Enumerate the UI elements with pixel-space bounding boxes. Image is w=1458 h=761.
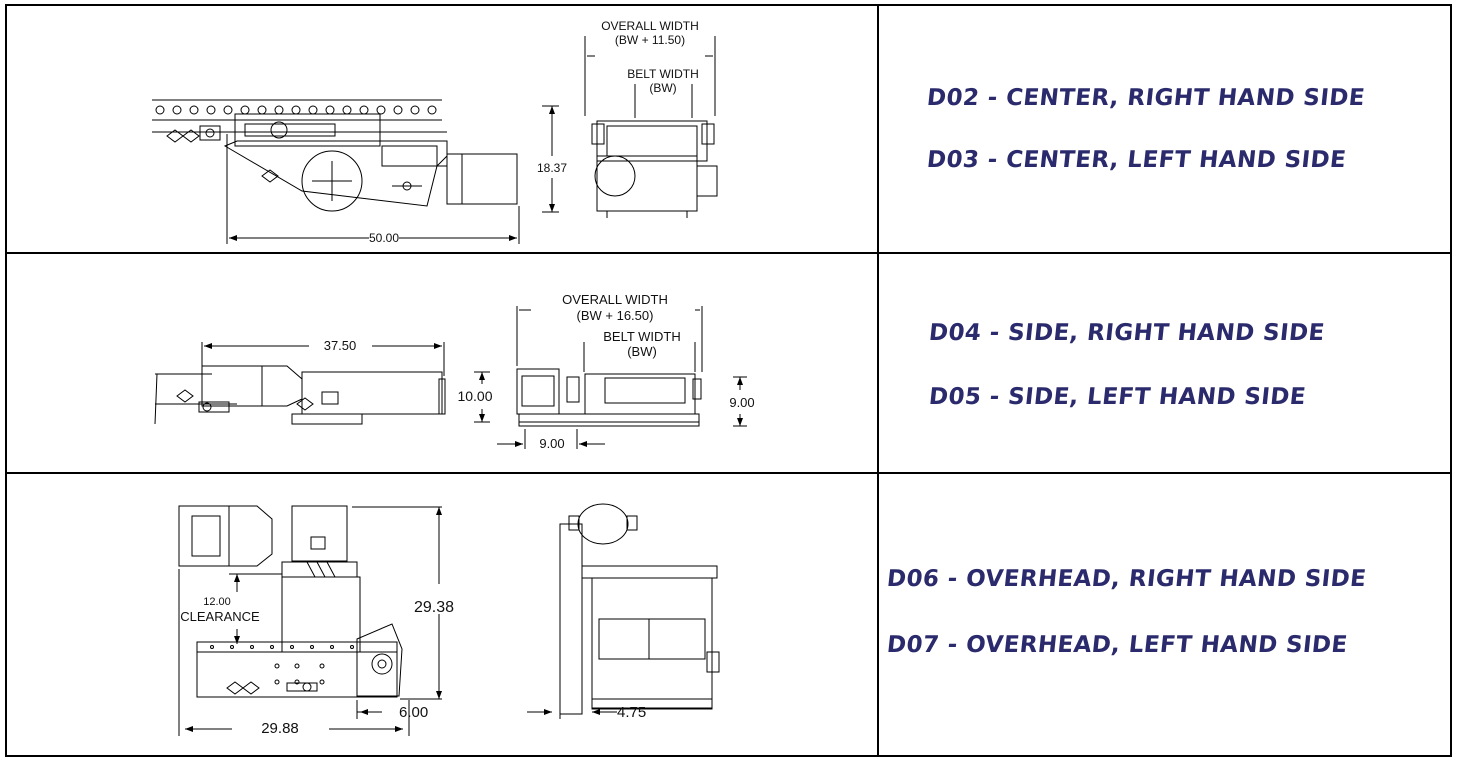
- row1-labels: D02 - CENTER, RIGHT HAND SIDE D03 - CENT…: [879, 6, 1450, 252]
- length-dimension: 37.50: [324, 338, 357, 353]
- height-dimension: 18.37: [537, 161, 567, 175]
- roller-row: [155, 105, 437, 115]
- column-divider: [877, 4, 879, 757]
- option-label-d05: D05 - SIDE, LEFT HAND SIDE: [927, 384, 1308, 410]
- option-label-d06: D06 - OVERHEAD, RIGHT HAND SIDE: [885, 566, 1368, 592]
- offset-dimension: 6.00: [399, 704, 428, 721]
- overall-width-label: OVERALL WIDTH: [601, 19, 699, 33]
- side-offset-dimension: 4.75: [617, 704, 646, 721]
- row3-drawing: 29.88 29.38 6.00 12.00 CLEARANCE 4.75: [7, 474, 877, 756]
- offset-dimension: 9.00: [539, 436, 564, 451]
- option-label-d07: D07 - OVERHEAD, LEFT HAND SIDE: [885, 632, 1349, 658]
- side-drive-drawing: 37.50 10.00 9.00 9.00 OVERALL WIDTH (BW …: [154, 292, 755, 451]
- option-label-d04: D04 - SIDE, RIGHT HAND SIDE: [927, 320, 1326, 346]
- belt-width-abbr: (BW): [627, 344, 657, 359]
- height-dimension: 10.00: [457, 388, 492, 404]
- overhead-drive-drawing: 29.88 29.38 6.00 12.00 CLEARANCE 4.75: [178, 503, 720, 737]
- center-drive-drawing: 50.00 18.37 OVERALL WIDTH (BW + 11.50) B…: [152, 19, 718, 245]
- height-dimension: 29.38: [414, 599, 454, 616]
- belt-width-label: BELT WIDTH: [627, 67, 699, 81]
- drawing-frame: [5, 4, 1452, 757]
- row-divider-2: [5, 472, 1452, 474]
- row3-labels: D06 - OVERHEAD, RIGHT HAND SIDE D07 - OV…: [879, 474, 1450, 756]
- row2-drawing: 37.50 10.00 9.00 9.00 OVERALL WIDTH (BW …: [7, 254, 877, 472]
- option-label-d02: D02 - CENTER, RIGHT HAND SIDE: [925, 85, 1367, 111]
- row-divider-1: [5, 252, 1452, 254]
- option-label-d03: D03 - CENTER, LEFT HAND SIDE: [925, 147, 1348, 173]
- belt-width-label: BELT WIDTH: [603, 329, 681, 344]
- overall-width-label: OVERALL WIDTH: [562, 292, 668, 307]
- row1-drawing: 50.00 18.37 OVERALL WIDTH (BW + 11.50) B…: [7, 6, 877, 252]
- length-dimension: 29.88: [261, 720, 299, 737]
- row2-labels: D04 - SIDE, RIGHT HAND SIDE D05 - SIDE, …: [879, 254, 1450, 472]
- length-dimension: 50.00: [369, 231, 399, 245]
- overall-width-formula: (BW + 16.50): [577, 308, 654, 323]
- overall-width-formula: (BW + 11.50): [615, 33, 685, 47]
- side-height-dimension: 9.00: [729, 395, 754, 410]
- clearance-label: CLEARANCE: [180, 609, 260, 624]
- clearance-value: 12.00: [203, 596, 231, 608]
- belt-width-abbr: (BW): [649, 81, 676, 95]
